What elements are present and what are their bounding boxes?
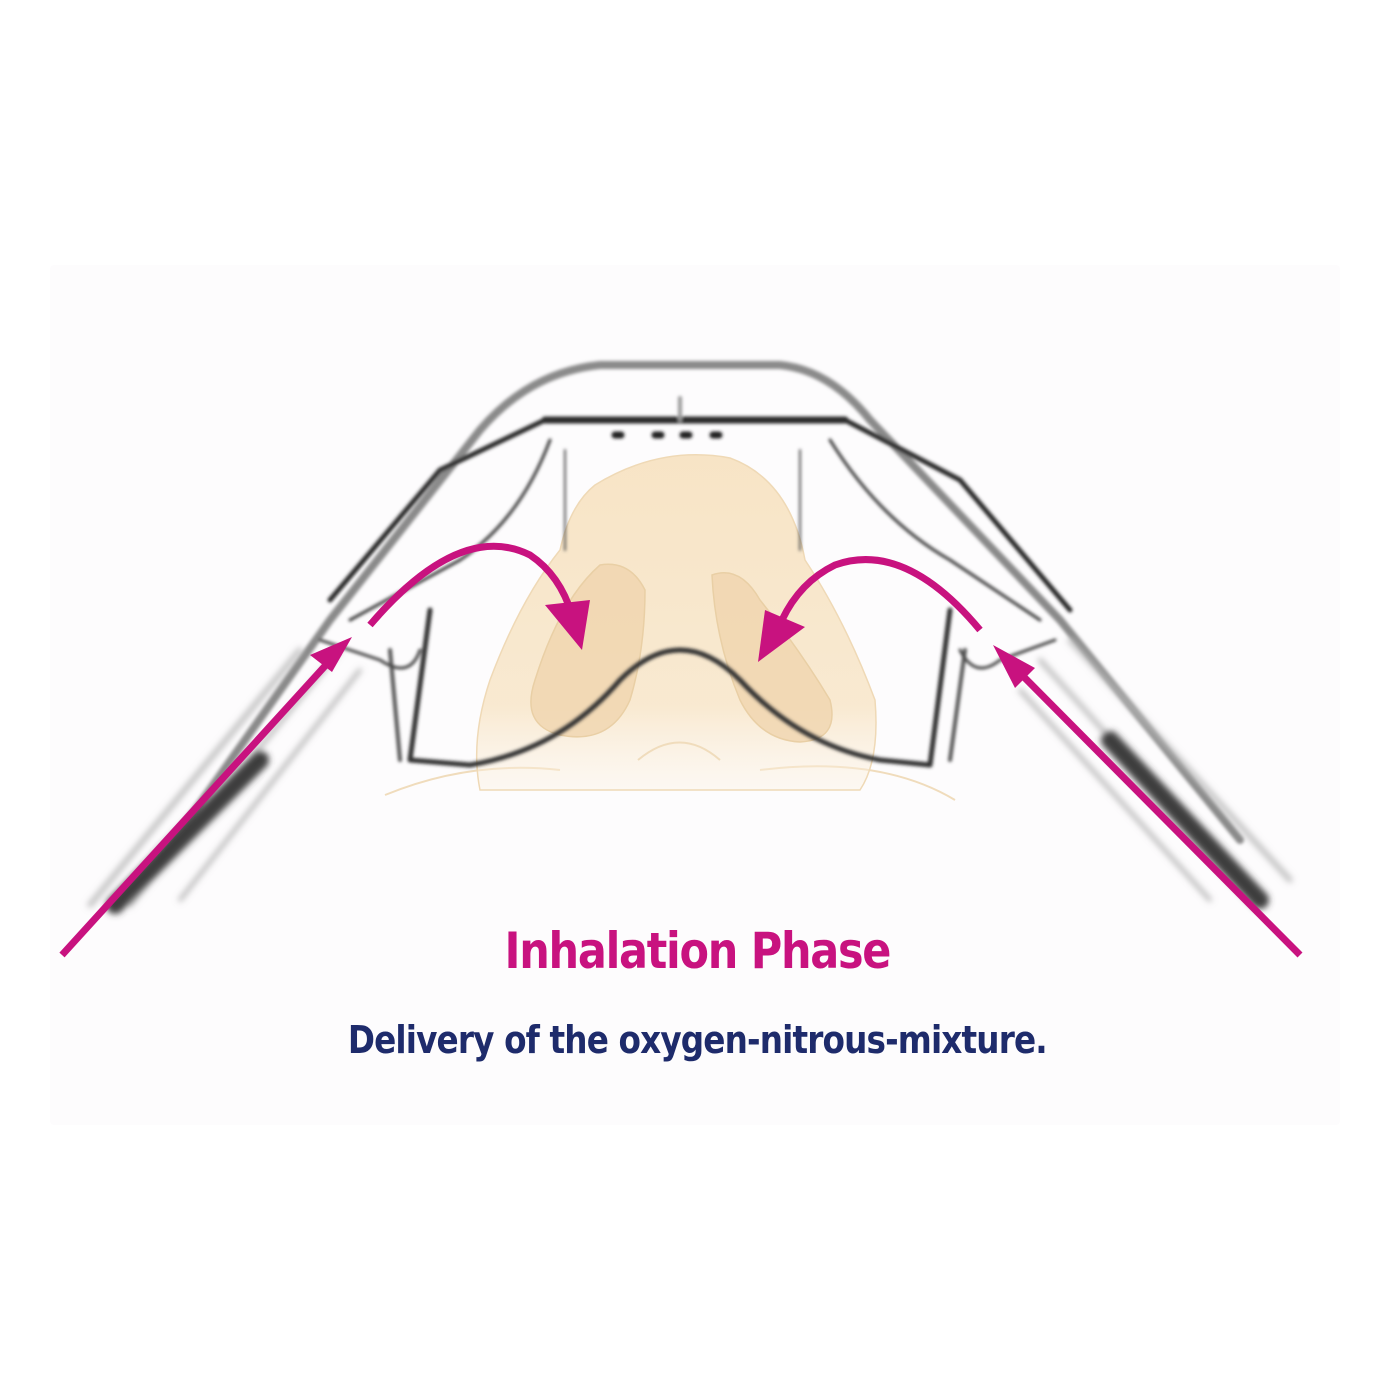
phase-description: Delivery of the oxygen-nitrous-mixture.: [347, 1018, 1048, 1062]
right-curve-arrowhead-icon: [758, 610, 805, 662]
left-inflow-arrowhead-icon: [310, 637, 352, 672]
left-nostril-curve-arrow: [367, 542, 576, 628]
left-nostril: [530, 563, 646, 738]
phase-title: Inhalation Phase: [504, 922, 891, 980]
left-inflow-arrow: [59, 652, 338, 958]
philtrum-outline: [637, 741, 721, 761]
nose-illustration: [384, 454, 956, 801]
right-nostril-curve-arrow: [778, 556, 983, 633]
right-inflow-arrow: [1009, 662, 1303, 958]
left-curve-arrowhead-icon: [545, 600, 590, 650]
flow-arrows: [59, 542, 1303, 958]
right-inflow-arrowhead-icon: [993, 645, 1035, 688]
